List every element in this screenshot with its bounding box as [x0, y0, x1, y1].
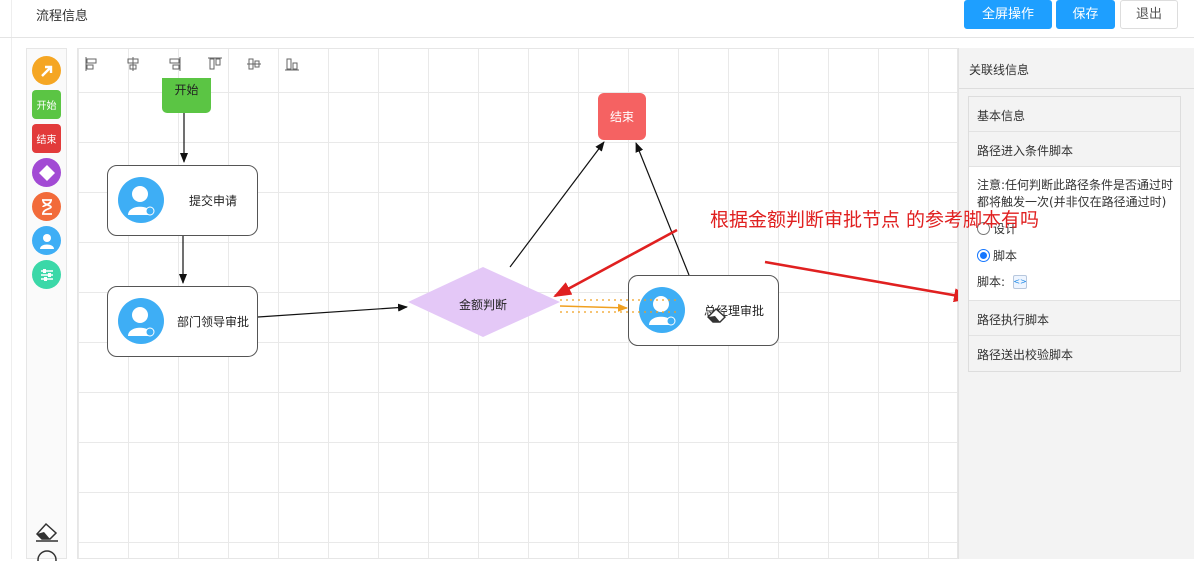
header: 流程信息 全屏操作 保存 退出 — [0, 0, 1194, 38]
hourglass-icon — [41, 198, 52, 215]
annotation-arrow-left — [553, 228, 678, 298]
timer-node-tool[interactable] — [32, 192, 61, 221]
gm-approval-node[interactable]: 总经理审批 — [628, 275, 779, 346]
code-edit-icon[interactable]: <> — [1013, 274, 1028, 289]
selection-dots — [560, 299, 680, 313]
eraser-icon[interactable] — [34, 520, 60, 542]
submit-application-label: 提交申请 — [189, 194, 238, 208]
script-label: 脚本: — [977, 275, 1006, 289]
sliders-icon — [40, 268, 53, 281]
option-design[interactable]: 设计 — [977, 218, 1172, 238]
start-node-tool[interactable]: 开始 — [32, 90, 61, 119]
decision-node-tool[interactable] — [32, 158, 61, 187]
dept-leader-approval-node[interactable]: 部门领导审批 — [107, 286, 258, 357]
annotation-text: 根据金额判断审批节点 的参考脚本有吗 — [710, 209, 1040, 231]
end-node[interactable]: 结束 — [598, 93, 646, 140]
connection-info-panel: 关联线信息 基本信息 路径进入条件脚本 注意:任何判断此路径条件是否通过时都将触… — [958, 48, 1194, 559]
align-center-icon[interactable] — [125, 56, 141, 72]
decision-node[interactable] — [408, 267, 560, 337]
accordion-basic-info[interactable]: 基本信息 — [969, 97, 1180, 132]
annotation-arrow-right — [764, 260, 972, 303]
alignment-toolbar — [77, 48, 958, 78]
user-avatar-icon — [118, 177, 164, 223]
connector-gm-end[interactable] — [635, 142, 690, 276]
connector-dept-decision[interactable] — [257, 303, 408, 318]
script-row: 脚本: <> — [977, 273, 1172, 290]
align-bottom-icon[interactable] — [284, 56, 300, 72]
connector-decision-gm-selected[interactable] — [559, 303, 628, 312]
align-middle-icon[interactable] — [246, 56, 262, 72]
exit-button[interactable]: 退出 — [1120, 0, 1178, 29]
script-radio[interactable] — [977, 248, 990, 262]
node-palette: 开始 结束 — [26, 48, 67, 561]
panel-title: 关联线信息 — [959, 48, 1194, 89]
align-left-icon[interactable] — [84, 56, 100, 72]
option-script[interactable]: 脚本 — [977, 245, 1172, 265]
eraser-icon[interactable] — [706, 306, 728, 324]
settings-node-tool[interactable] — [32, 260, 61, 289]
end-node-tool[interactable]: 结束 — [32, 124, 61, 153]
left-edge-strip — [0, 0, 12, 559]
connector-decision-end[interactable] — [509, 141, 605, 268]
save-button[interactable]: 保存 — [1056, 0, 1115, 29]
dept-leader-approval-label: 部门领导审批 — [177, 315, 250, 329]
connector-tool[interactable] — [32, 56, 61, 85]
user-node-tool[interactable] — [32, 226, 61, 255]
align-top-icon[interactable] — [207, 56, 223, 72]
start-node[interactable]: 开始 — [162, 78, 211, 113]
accordion-exec-script[interactable]: 路径执行脚本 — [969, 301, 1180, 336]
fullscreen-button[interactable]: 全屏操作 — [964, 0, 1052, 29]
diamond-icon — [38, 164, 55, 181]
notice-text: 注意:任何判断此路径条件是否通过时都将触发一次(并非仅在路径通过时) — [977, 178, 1174, 209]
decision-label: 金额判断 — [458, 298, 507, 312]
design-radio-label: 设计 — [993, 221, 1018, 236]
user-avatar-icon — [639, 287, 685, 333]
script-radio-label: 脚本 — [993, 248, 1018, 263]
accordion-enter-script[interactable]: 路径进入条件脚本 — [969, 132, 1180, 167]
accordion: 基本信息 路径进入条件脚本 注意:任何判断此路径条件是否通过时都将触发一次(并非… — [968, 96, 1181, 372]
arrow-icon — [40, 65, 52, 77]
submit-application-node[interactable]: 提交申请 — [107, 165, 258, 236]
enter-script-body: 注意:任何判断此路径条件是否通过时都将触发一次(并非仅在路径通过时) 设计 脚本… — [969, 167, 1180, 301]
page-title: 流程信息 — [36, 9, 89, 24]
accordion-validate-script[interactable]: 路径送出校验脚本 — [969, 336, 1180, 371]
user-avatar-icon — [118, 298, 164, 344]
design-radio[interactable] — [977, 221, 990, 235]
align-right-icon[interactable] — [166, 56, 182, 72]
user-icon — [39, 233, 54, 249]
